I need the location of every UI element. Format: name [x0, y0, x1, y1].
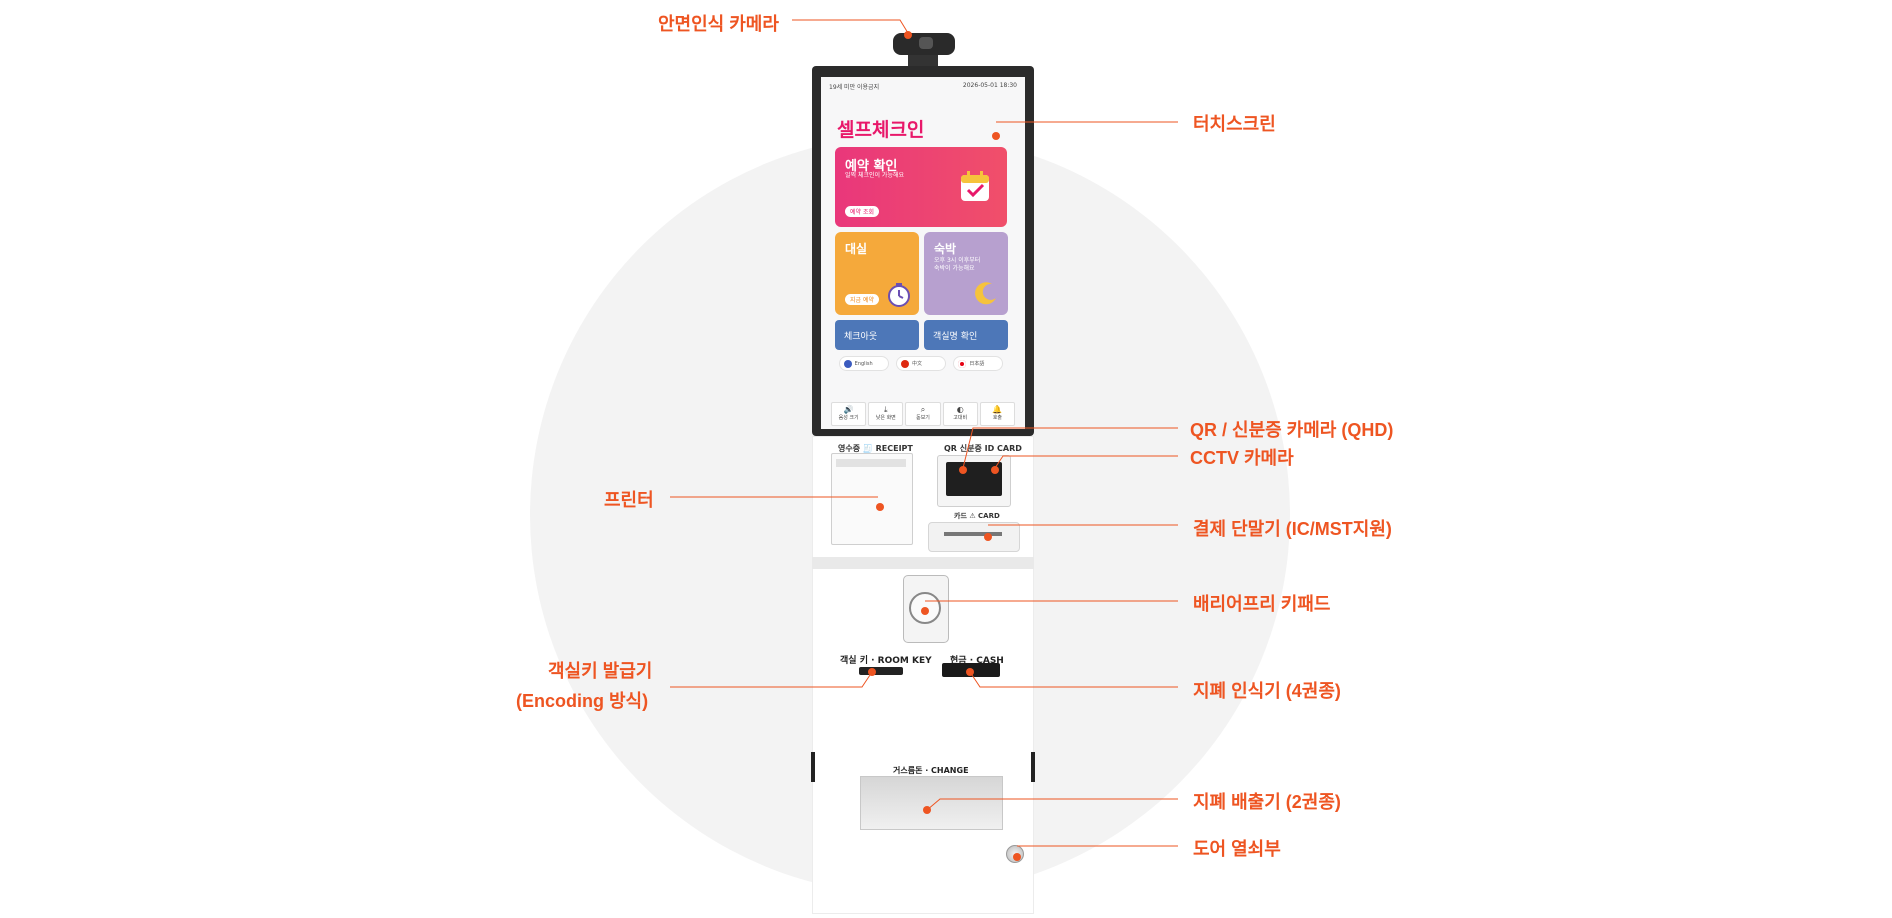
speaker-icon: 🔊 — [843, 405, 854, 414]
language-label: 中文 — [911, 361, 922, 367]
stay-title: 숙박 — [934, 242, 957, 256]
receipt-label: 영수증 🧾 RECEIPT — [838, 444, 913, 453]
room-key-label: 객실 키 · ROOM KEY — [840, 656, 932, 666]
callout-dot — [923, 806, 931, 814]
callout-bill-dispenser: 지폐 배출기 (2권종) — [1193, 792, 1341, 812]
reservation-title: 예약 확인 — [845, 159, 898, 174]
callout-dot — [991, 466, 999, 474]
qr-id-label: QR 신분증 ID CARD — [944, 444, 1022, 453]
receipt-printer — [831, 453, 913, 545]
day-use-card[interactable]: 대실 지금 예약 — [835, 232, 919, 315]
callout-key-issuer-line1: 객실키 발급기 — [548, 661, 653, 681]
reservation-card[interactable]: 예약 확인 일찍 체크인이 가능해요 예약 조회 — [835, 147, 1007, 227]
callout-dot — [959, 466, 967, 474]
toolbar-label: 고대비 — [953, 415, 968, 421]
japan-flag-icon — [958, 359, 967, 368]
volume-button[interactable]: 🔊음성 크기 — [831, 402, 867, 426]
language-chinese-button[interactable]: 中文 — [896, 357, 945, 370]
callout-dot — [966, 668, 974, 676]
contrast-icon: ◐ — [956, 405, 964, 414]
callout-key-issuer-line2: (Encoding 방식) — [516, 691, 649, 711]
door-handle-right — [1031, 752, 1035, 782]
callout-dot — [1013, 853, 1021, 861]
screen-status-left: 19세 미만 이용금지 — [829, 84, 880, 91]
callout-dot — [868, 668, 876, 676]
callout-dot — [992, 132, 1000, 140]
day-use-pill: 지금 예약 — [845, 294, 879, 305]
language-row: English 中文 日本語 — [835, 357, 1007, 373]
callout-face-camera: 안면인식 카메라 — [658, 14, 779, 34]
callout-payment: 결제 단말기 (IC/MST지원) — [1193, 519, 1392, 539]
day-use-title: 대실 — [845, 242, 868, 256]
card-reader — [928, 522, 1020, 552]
stay-card[interactable]: 숙박 오후 3시 이후부터 숙박이 가능해요 — [924, 232, 1008, 315]
callout-dot — [904, 31, 912, 39]
room-check-button[interactable]: 객실명 확인 — [924, 320, 1008, 350]
screen-title: 셀프체크인 — [837, 119, 925, 141]
language-english-button[interactable]: English — [839, 357, 888, 370]
callout-cctv: CCTV 카메라 — [1190, 448, 1294, 468]
face-camera-mount — [908, 54, 938, 68]
bell-icon: 🔔 — [992, 405, 1003, 414]
callout-bill-acceptor: 지폐 인식기 (4권종) — [1193, 681, 1341, 701]
us-flag-icon — [843, 359, 852, 368]
high-contrast-button[interactable]: ◐고대비 — [942, 402, 978, 426]
language-japanese-button[interactable]: 日本語 — [954, 357, 1003, 370]
callout-dot — [921, 607, 929, 615]
callout-printer: 프린터 — [604, 490, 654, 510]
room-key-slot — [859, 667, 903, 675]
toolbar-label: 음성 크기 — [838, 415, 859, 421]
change-label: 거스름돈 · CHANGE — [893, 766, 969, 775]
cash-label: 현금 · CASH — [950, 656, 1004, 666]
toolbar-label: 호출 — [992, 415, 1003, 421]
reservation-subtitle: 일찍 체크인이 가능해요 — [845, 172, 905, 179]
moon-icon — [975, 282, 996, 305]
card-label: 카드 ⚠ CARD — [954, 512, 1000, 520]
china-flag-icon — [900, 359, 909, 368]
card-slot — [944, 532, 1002, 536]
callout-keypad: 배리어프리 키패드 — [1193, 594, 1331, 614]
stay-line2: 숙박이 가능해요 — [934, 265, 975, 272]
magnifier-icon: ⌕ — [920, 405, 926, 414]
door-handle-left — [811, 752, 815, 782]
change-tray — [860, 776, 1003, 830]
touchscreen: 19세 미만 이용금지 2026-05-01 18:30 셀프체크인 예약 확인… — [821, 77, 1025, 429]
magnifier-button[interactable]: ⌕돋보기 — [905, 402, 941, 426]
toolbar-label: 낮은 화면 — [875, 415, 896, 421]
arrow-down-icon: ⤓ — [884, 405, 888, 414]
checkout-button[interactable]: 체크아웃 — [835, 320, 919, 350]
room-check-label: 객실명 확인 — [933, 332, 978, 342]
callout-touchscreen: 터치스크린 — [1193, 114, 1276, 134]
camera-lens-icon — [919, 37, 933, 49]
screen-status-right: 2026-05-01 18:30 — [962, 82, 1017, 89]
timer-icon — [888, 283, 910, 307]
toolbar-label: 돋보기 — [916, 415, 930, 421]
keypad-dial-icon — [909, 592, 941, 624]
call-button[interactable]: 🔔호출 — [979, 402, 1016, 426]
kiosk-shelf — [812, 557, 1034, 569]
language-label: English — [854, 360, 873, 367]
printer-slot — [836, 459, 906, 467]
callout-door-lock: 도어 열쇠부 — [1193, 839, 1281, 859]
callout-qr-camera: QR / 신분증 카메라 (QHD) — [1190, 420, 1394, 440]
language-label: 日本語 — [969, 361, 985, 367]
low-screen-button[interactable]: ⤓낮은 화면 — [868, 402, 904, 426]
accessibility-toolbar: 🔊음성 크기 ⤓낮은 화면 ⌕돋보기 ◐고대비 🔔호출 — [831, 402, 1016, 426]
reservation-pill: 예약 조회 — [845, 206, 879, 217]
checkout-label: 체크아웃 — [844, 332, 878, 342]
calendar-icon — [961, 171, 989, 201]
callout-dot — [876, 503, 884, 511]
stay-line1: 오후 3시 이후부터 — [934, 257, 981, 264]
callout-dot — [984, 533, 992, 541]
